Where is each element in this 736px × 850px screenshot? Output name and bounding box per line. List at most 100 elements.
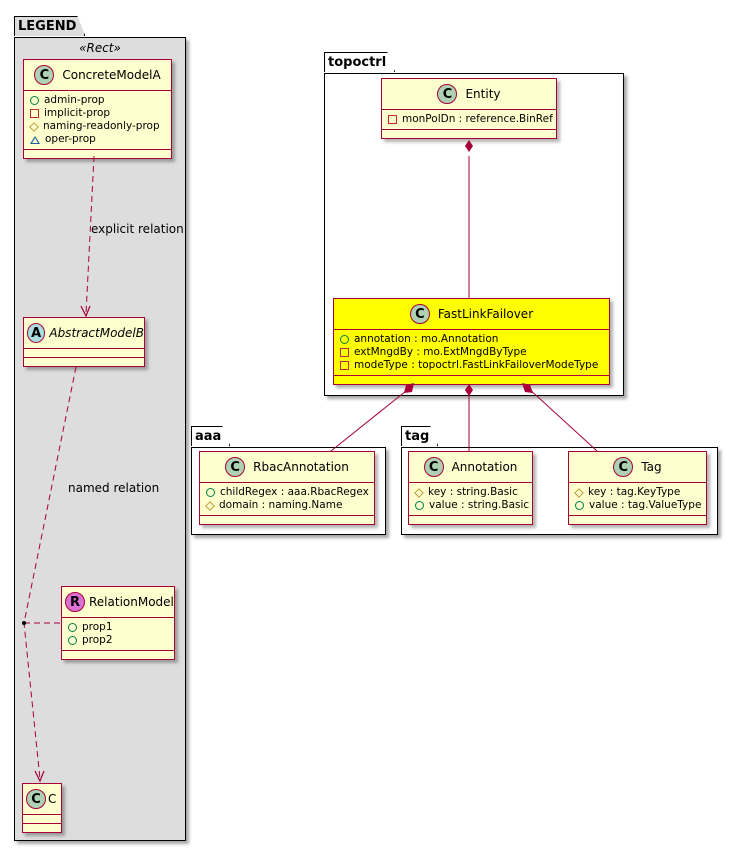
attribute-row: domain : naming.Name xyxy=(205,499,368,512)
attribute-text: key : string.Basic xyxy=(428,486,518,498)
attribute-row: value : string.Basic xyxy=(415,499,530,512)
class-entity[interactable]: C Entity monPolDn : reference.BinRef xyxy=(381,78,557,139)
attribute-row: naming-readonly-prop xyxy=(29,120,165,133)
class-name: C xyxy=(48,792,57,806)
attribute-list: key : string.Basic value : string.Basic xyxy=(409,483,532,516)
class-rbac-annotation[interactable]: C RbacAnnotation childRegex : aaa.RbacRe… xyxy=(199,451,375,525)
protected-visibility-icon xyxy=(574,487,584,498)
methods-compartment xyxy=(24,150,171,158)
class-name: RbacAnnotation xyxy=(253,460,349,474)
class-name: AbstractModelB xyxy=(49,326,144,340)
attribute-text: childRegex : aaa.RbacRegex xyxy=(220,486,369,498)
class-name: Tag xyxy=(641,460,662,474)
attribute-row: annotation : mo.Annotation xyxy=(340,333,603,346)
class-abstract-model-b[interactable]: A AbstractModelB xyxy=(23,317,145,367)
private-visibility-icon xyxy=(340,361,349,370)
class-tag[interactable]: C Tag key : tag.KeyType value : tag.Valu… xyxy=(568,451,707,525)
private-visibility-icon xyxy=(388,115,397,124)
attribute-list: key : tag.KeyType value : tag.ValueType xyxy=(569,483,706,516)
attribute-row: prop1 xyxy=(68,621,168,634)
attribute-row: extMngdBy : mo.ExtMngdByType xyxy=(340,346,603,359)
attribute-row: monPolDn : reference.BinRef xyxy=(388,113,553,126)
public-visibility-icon xyxy=(340,335,349,344)
attribute-list: annotation : mo.Annotation extMngdBy : m… xyxy=(334,330,609,376)
attribute-text: monPolDn : reference.BinRef xyxy=(402,113,553,125)
attribute-text: domain : naming.Name xyxy=(219,499,343,511)
edge-fastlink-rbac xyxy=(330,386,412,452)
class-annotation[interactable]: C Annotation key : string.Basic value : … xyxy=(408,451,533,525)
class-fast-link-failover[interactable]: C FastLinkFailover annotation : mo.Annot… xyxy=(333,298,610,385)
edge-fastlink-tag xyxy=(526,386,598,452)
package-visibility-icon xyxy=(30,135,40,144)
attribute-list: monPolDn : reference.BinRef xyxy=(382,110,556,130)
methods-compartment xyxy=(409,516,532,524)
methods-compartment xyxy=(334,376,609,384)
public-visibility-icon xyxy=(68,636,77,645)
class-badge-icon: C xyxy=(437,84,458,104)
attribute-text: value : tag.ValueType xyxy=(589,499,702,511)
edge-label-explicit-relation: explicit relation xyxy=(91,222,184,236)
private-visibility-icon xyxy=(30,109,39,118)
attribute-text: modeType : topoctrl.FastLinkFailoverMode… xyxy=(354,359,599,371)
attribute-list: admin-prop implicit-prop naming-readonly… xyxy=(24,91,171,150)
topoctrl-package-name: topoctrl xyxy=(324,52,395,72)
private-visibility-icon xyxy=(340,348,349,357)
methods-compartment xyxy=(23,824,61,832)
class-badge-icon: C xyxy=(225,457,246,477)
attribute-row: key : tag.KeyType xyxy=(574,486,700,499)
class-badge-icon: C xyxy=(613,457,634,477)
attribute-row: prop2 xyxy=(68,634,168,647)
class-badge-icon: C xyxy=(26,789,46,809)
legend-stereotype: «Rect» xyxy=(79,41,121,55)
protected-visibility-icon xyxy=(29,121,39,132)
tag-package-name: tag xyxy=(401,426,438,446)
methods-compartment xyxy=(382,130,556,138)
attribute-row: modeType : topoctrl.FastLinkFailoverMode… xyxy=(340,359,603,372)
class-concrete-model-a[interactable]: C ConcreteModelA admin-prop implicit-pro… xyxy=(23,59,172,159)
public-visibility-icon xyxy=(206,488,215,497)
methods-compartment xyxy=(62,651,174,659)
class-relation-model[interactable]: R RelationModel prop1 prop2 xyxy=(61,586,175,660)
methods-compartment xyxy=(24,358,144,366)
attribute-text: admin-prop xyxy=(44,94,105,106)
attribute-text: implicit-prop xyxy=(44,107,111,119)
aaa-package-name: aaa xyxy=(191,426,230,446)
class-name: Entity xyxy=(465,87,501,101)
attribute-text: key : tag.KeyType xyxy=(588,486,681,498)
attribute-text: annotation : mo.Annotation xyxy=(354,333,499,345)
class-name: RelationModel xyxy=(89,595,174,609)
tag-package-tab: tag xyxy=(401,426,438,446)
aaa-package-tab: aaa xyxy=(191,426,230,446)
class-name: ConcreteModelA xyxy=(62,68,161,82)
methods-compartment xyxy=(200,516,374,524)
protected-visibility-icon xyxy=(414,487,424,498)
attribute-list: childRegex : aaa.RbacRegex domain : nami… xyxy=(200,483,374,516)
attributes-compartment xyxy=(23,815,61,824)
attribute-row: childRegex : aaa.RbacRegex xyxy=(206,486,369,499)
class-c[interactable]: C C xyxy=(22,783,62,833)
public-visibility-icon xyxy=(575,501,584,510)
class-badge-icon: C xyxy=(34,65,55,85)
public-visibility-icon xyxy=(30,96,39,105)
attribute-list: prop1 prop2 xyxy=(62,618,174,651)
attribute-text: value : string.Basic xyxy=(429,499,530,511)
attribute-row: implicit-prop xyxy=(30,107,165,120)
edge-label-named-relation: named relation xyxy=(68,481,160,495)
class-name: Annotation xyxy=(451,460,518,474)
class-badge-icon: C xyxy=(409,304,430,324)
legend-package-tab: LEGEND xyxy=(14,16,85,36)
class-badge-icon: C xyxy=(423,457,444,477)
abstract-badge-icon: A xyxy=(27,323,46,343)
attribute-row: value : tag.ValueType xyxy=(575,499,702,512)
attribute-text: oper-prop xyxy=(45,133,96,145)
topoctrl-package-tab: topoctrl xyxy=(324,52,395,72)
attribute-row: admin-prop xyxy=(30,94,165,107)
attributes-compartment xyxy=(24,349,144,358)
public-visibility-icon xyxy=(68,623,77,632)
legend-package-name: LEGEND xyxy=(14,16,85,36)
attribute-row: oper-prop xyxy=(30,133,165,146)
methods-compartment xyxy=(569,516,706,524)
attribute-text: extMngdBy : mo.ExtMngdByType xyxy=(354,346,527,358)
attribute-text: prop2 xyxy=(82,634,113,646)
protected-visibility-icon xyxy=(205,500,215,511)
